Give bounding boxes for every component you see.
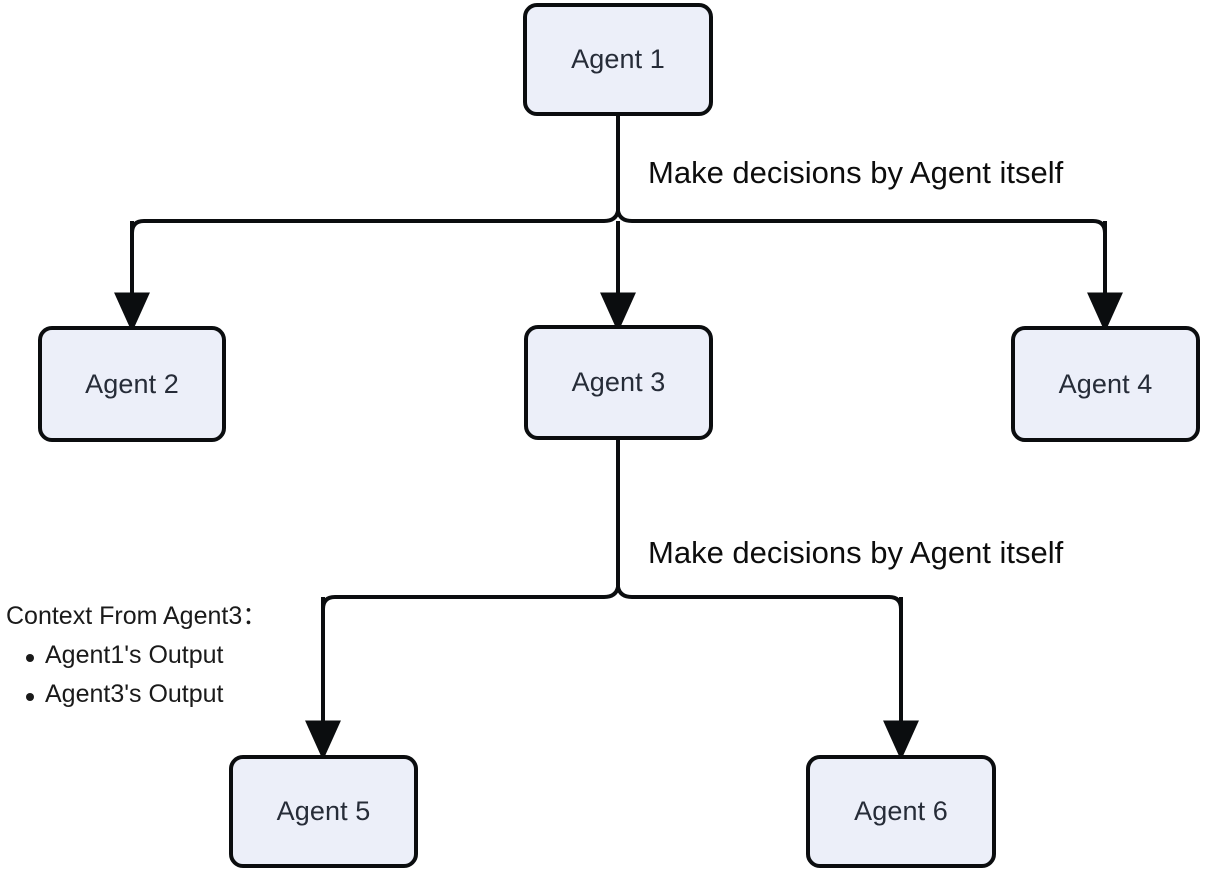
- node-agent-5[interactable]: Agent 5: [229, 755, 418, 868]
- edge-junction-level2-left: [603, 586, 620, 599]
- node-agent-2[interactable]: Agent 2: [38, 326, 226, 442]
- edge-junction-level1-right: [616, 210, 633, 223]
- node-label: Agent 1: [571, 44, 665, 74]
- context-note: Context From Agent3： Agent1's Output Age…: [6, 604, 267, 707]
- context-note-item: Agent1's Output: [6, 643, 267, 668]
- edge-label-bottom: Make decisions by Agent itself: [648, 535, 1064, 570]
- node-label: Agent 5: [276, 796, 371, 826]
- node-label: Agent 2: [85, 368, 179, 399]
- node-agent-1[interactable]: Agent 1: [523, 3, 713, 116]
- node-label: Agent 6: [854, 796, 948, 826]
- edge-label-top: Make decisions by Agent itself: [648, 155, 1064, 190]
- node-agent-3[interactable]: Agent 3: [524, 325, 713, 440]
- context-note-title: Context From Agent3：: [6, 602, 268, 630]
- edge-bus-level2-left: [321, 595, 604, 722]
- edge-junction-level1-left: [603, 210, 620, 223]
- node-agent-4[interactable]: Agent 4: [1011, 326, 1200, 442]
- node-label: Agent 3: [571, 367, 666, 397]
- context-note-list: Agent1's Output Agent3's Output: [6, 643, 267, 707]
- context-note-item: Agent3's Output: [6, 682, 267, 707]
- edge-bus-level1: [130, 219, 604, 297]
- node-label: Agent 4: [1058, 368, 1153, 399]
- edge-junction-level2-right: [616, 586, 633, 599]
- edge-bus-level2-right: [632, 595, 903, 722]
- node-agent-6[interactable]: Agent 6: [806, 755, 996, 868]
- edge-bus-level1-right: [632, 219, 1107, 297]
